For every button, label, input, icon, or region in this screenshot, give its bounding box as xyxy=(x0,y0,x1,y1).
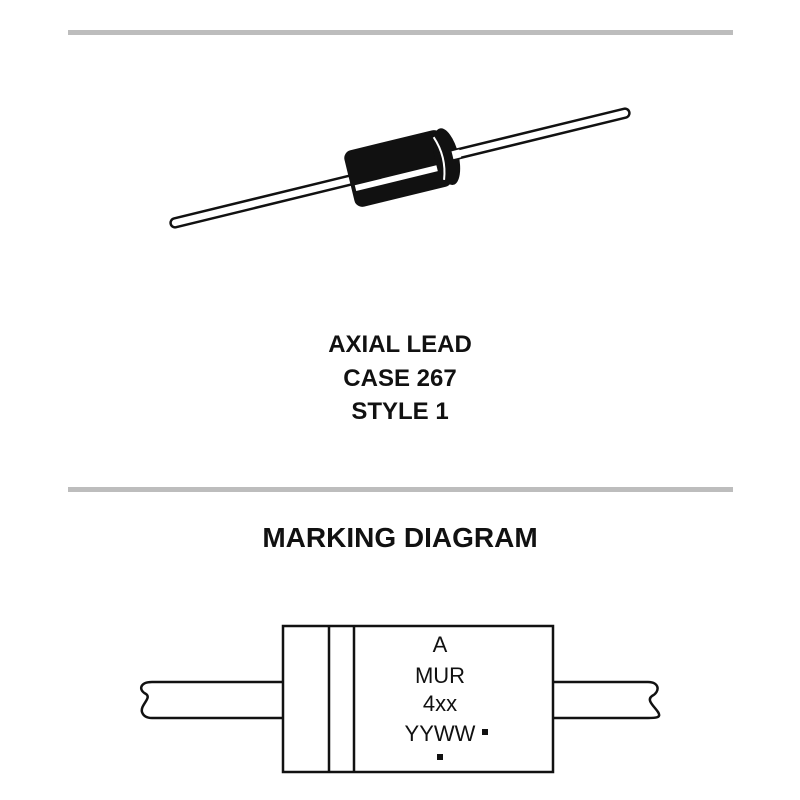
marking-line-mur: MUR xyxy=(415,663,465,688)
left-lead xyxy=(139,680,283,720)
axial-diode-illustration xyxy=(169,107,631,229)
package-case: CASE 267 xyxy=(343,365,456,392)
package-style: STYLE 1 xyxy=(351,398,448,425)
marking-line-device: 4xx xyxy=(423,691,457,716)
top-divider xyxy=(68,30,733,35)
marking-line-a: A xyxy=(433,632,448,657)
middle-divider xyxy=(68,487,733,492)
marking-diagram-title: MARKING DIAGRAM xyxy=(262,522,537,553)
pb-free-dot xyxy=(482,729,488,735)
right-lead xyxy=(553,680,661,720)
package-type: AXIAL LEAD xyxy=(328,331,472,358)
marking-line-date-code: YYWW xyxy=(405,721,476,746)
pb-free-dot-lower xyxy=(437,754,443,760)
diode-body xyxy=(281,624,555,774)
marking-diagram xyxy=(139,624,661,774)
